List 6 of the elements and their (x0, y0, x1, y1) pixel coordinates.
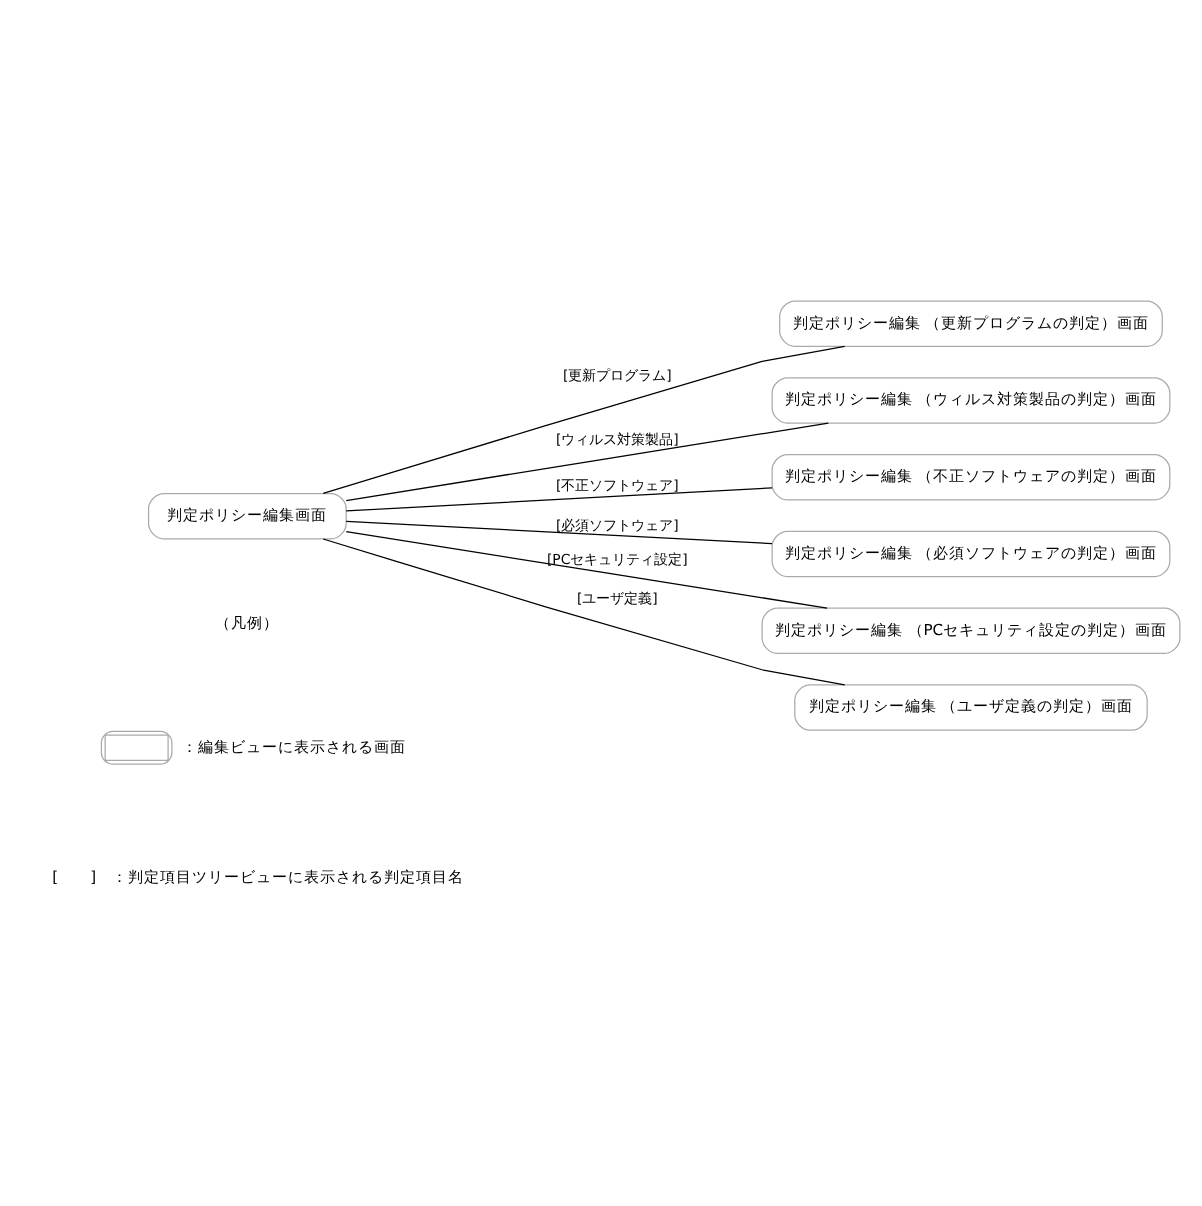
connector (345, 421, 829, 501)
connector (322, 537, 846, 685)
connector (345, 519, 773, 544)
connector (345, 530, 828, 608)
connector (345, 486, 773, 511)
connector (322, 344, 846, 494)
